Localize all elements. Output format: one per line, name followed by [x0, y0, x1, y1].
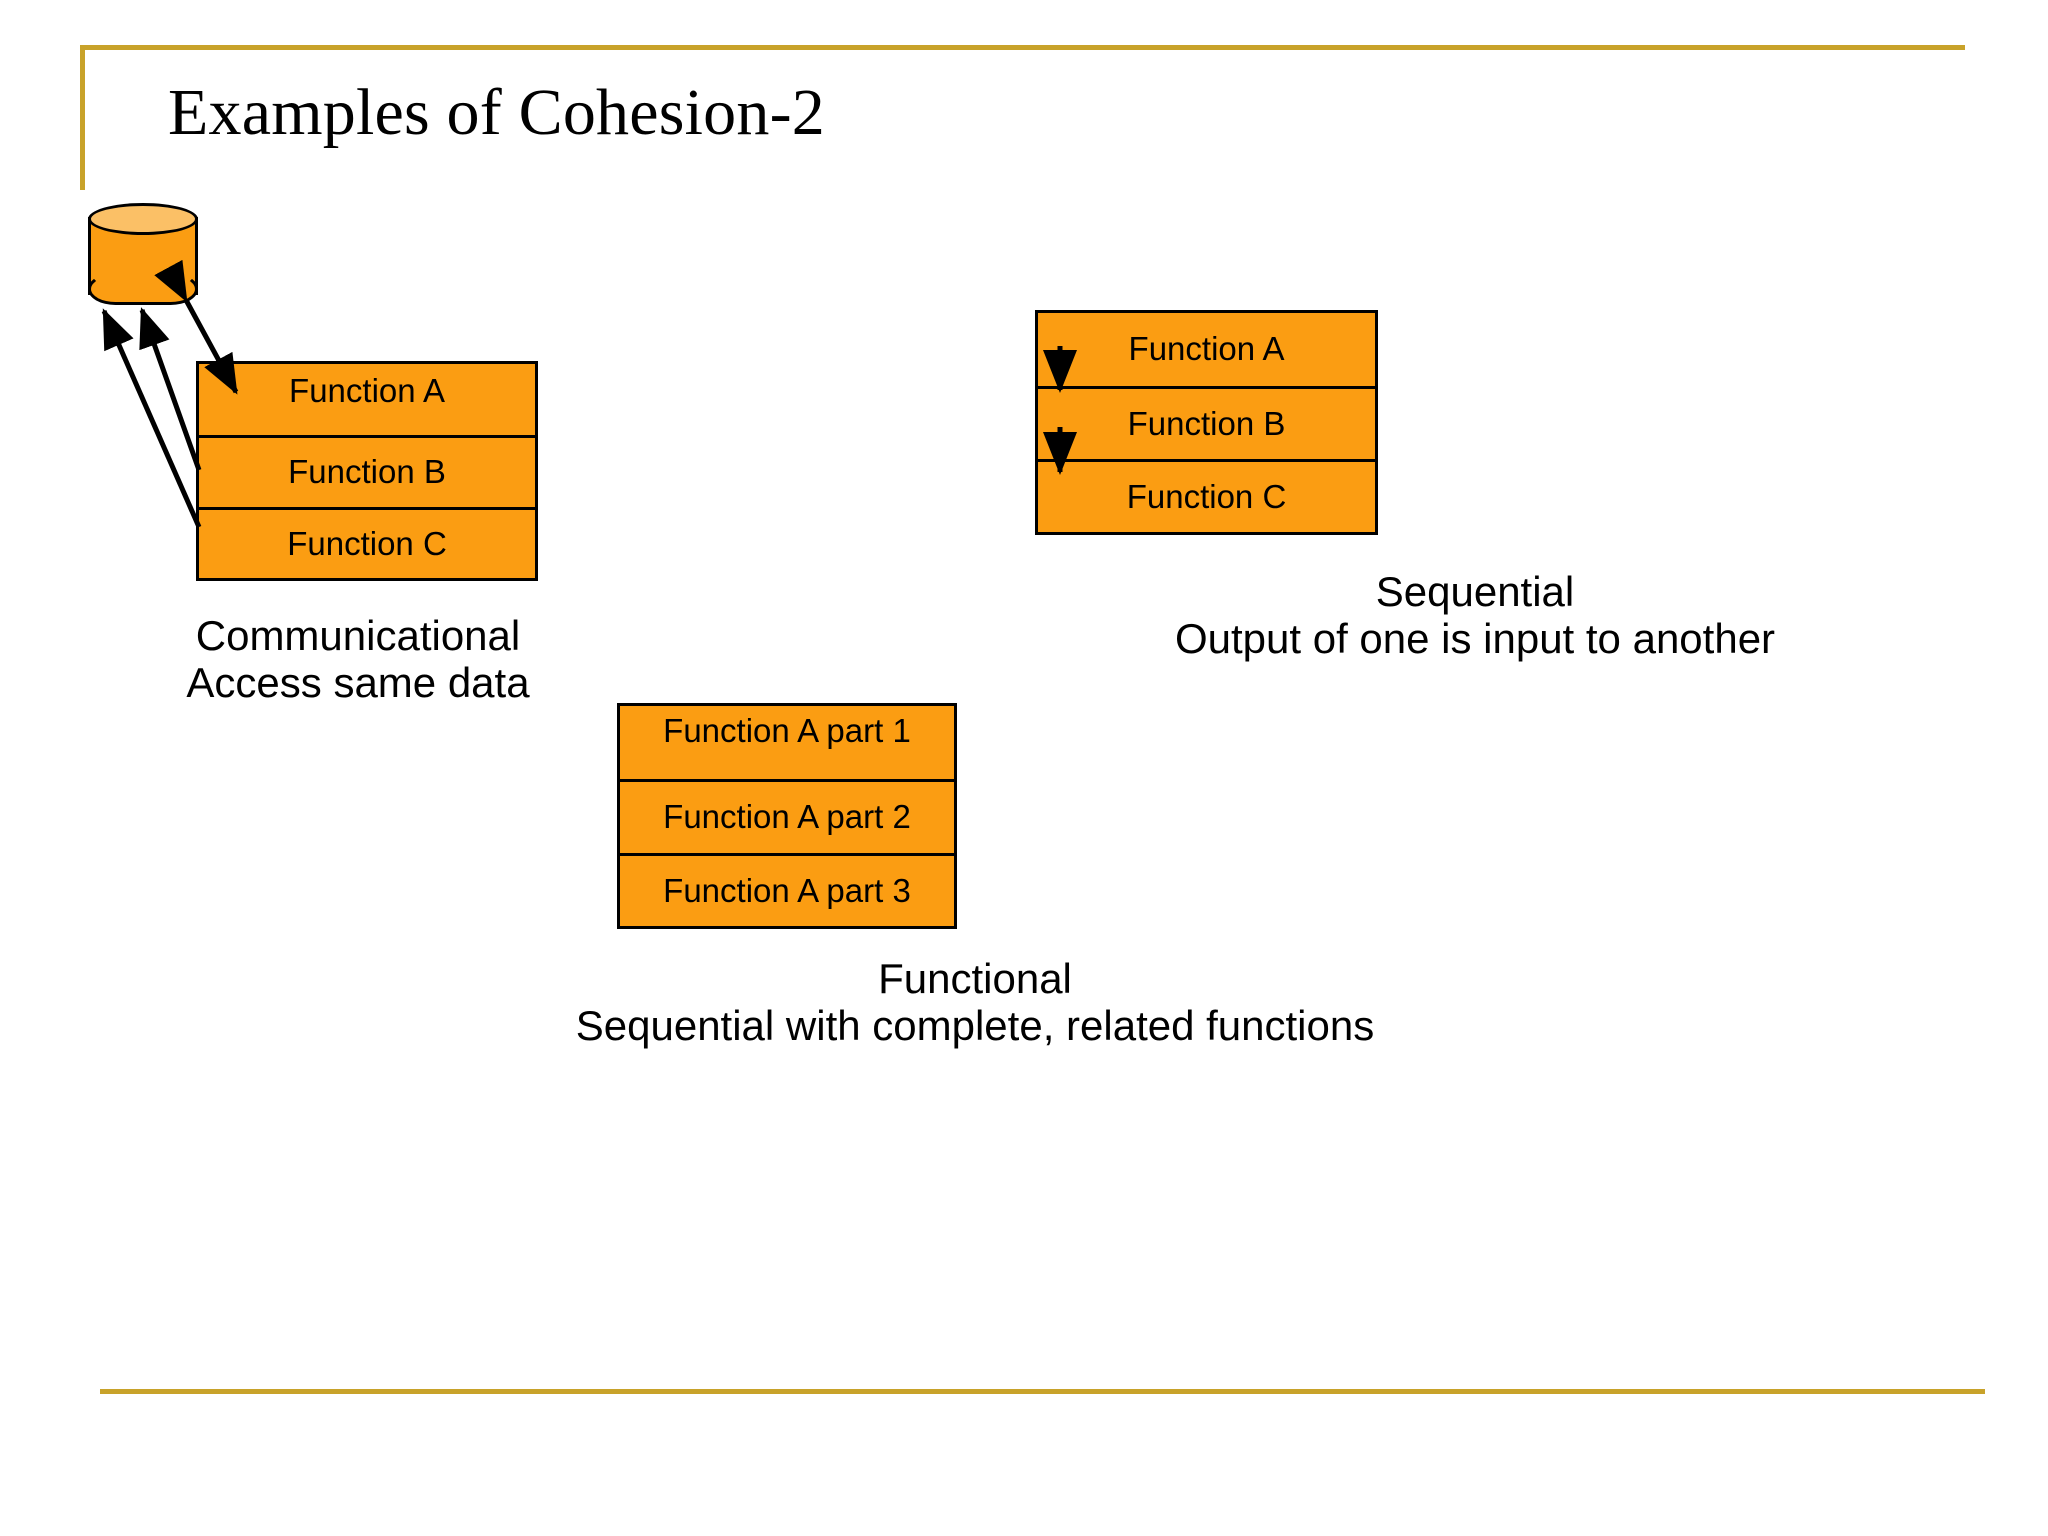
caption-subtitle: Output of one is input to another — [1174, 615, 1776, 663]
connector-function-b-datastore — [139, 307, 202, 471]
functional-function-stack: Function A part 1 Function A part 2 Func… — [617, 703, 957, 929]
stack-row[interactable]: Function C — [199, 506, 535, 578]
row-label: Function C — [287, 524, 447, 562]
cylinder-top-ellipse — [88, 203, 198, 235]
functional-caption: Functional Sequential with complete, rel… — [395, 955, 1555, 1050]
row-label: Function A part 2 — [663, 798, 911, 836]
communicational-caption: Communicational Access same data — [0, 612, 716, 707]
sequential-function-stack: Function A Function B Function C — [1035, 310, 1378, 535]
row-label: Function A — [1128, 330, 1285, 368]
stack-row[interactable]: Function A — [199, 364, 535, 436]
caption-title: Functional — [878, 955, 1072, 1002]
row-label: Function C — [1126, 477, 1287, 515]
stack-row[interactable]: Function A part 1 — [620, 706, 954, 780]
stack-row[interactable]: Function A — [1038, 313, 1375, 386]
caption-subtitle: Access same data — [186, 659, 530, 707]
stack-row[interactable]: Function B — [1038, 385, 1375, 459]
row-label: Function B — [1127, 404, 1286, 442]
title-top-rule — [80, 45, 1965, 50]
cylinder-bottom-ellipse — [88, 273, 198, 305]
row-label: Function A part 3 — [663, 871, 911, 909]
caption-title: Sequential — [1375, 568, 1575, 615]
row-label: Function A part 1 — [663, 712, 911, 749]
caption-title: Communicational — [195, 612, 521, 659]
sequential-caption: Sequential Output of one is input to ano… — [905, 568, 2045, 663]
stack-row[interactable]: Function B — [199, 435, 535, 507]
database-cylinder-icon — [88, 203, 198, 308]
title-left-rule — [80, 45, 85, 190]
caption-subtitle: Sequential with complete, related functi… — [575, 1002, 1375, 1050]
row-label: Function A — [289, 372, 445, 409]
stack-row[interactable]: Function C — [1038, 458, 1375, 532]
connector-function-c-datastore — [101, 308, 202, 529]
row-label: Function B — [288, 453, 446, 491]
footer-rule — [100, 1389, 1985, 1394]
stack-row[interactable]: Function A part 2 — [620, 779, 954, 853]
stack-row[interactable]: Function A part 3 — [620, 852, 954, 926]
communicational-function-stack: Function A Function B Function C — [196, 361, 538, 581]
page-title: Examples of Cohesion-2 — [168, 76, 825, 149]
